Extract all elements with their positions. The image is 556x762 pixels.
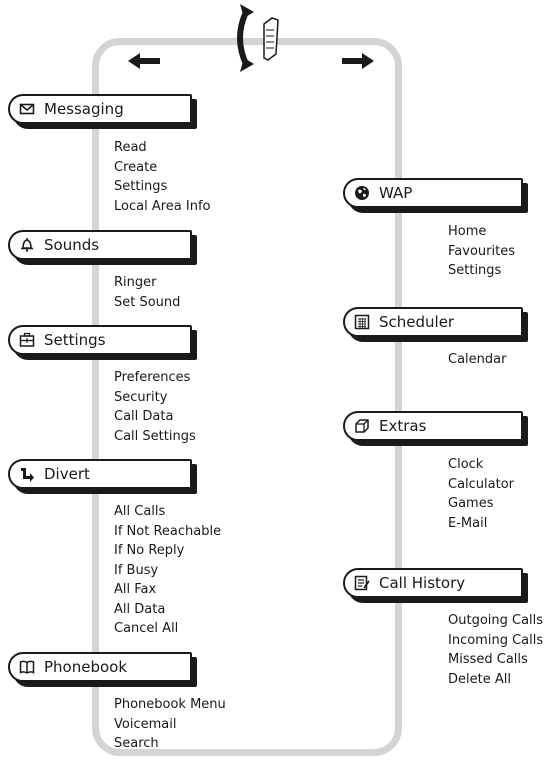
menu-wap[interactable]: WAP [343,178,523,208]
menu-item[interactable]: Phonebook Menu [114,697,226,712]
menu-title: Sounds [44,236,100,254]
menu-title: Settings [44,331,106,349]
menu-item[interactable]: Voicemail [114,716,177,732]
menu-item[interactable]: Calculator [448,476,515,492]
scheduler-items: Calendar [448,350,506,370]
menu-item[interactable]: Favourites [448,243,515,259]
notepad-icon [353,574,371,592]
menu-sounds[interactable]: Sounds [8,230,192,260]
extras-items: Clock Calculator Games E-Mail [448,455,514,533]
menu-item[interactable]: If No Reply [114,543,185,558]
menu-title: Phonebook [44,658,128,676]
menu-title: Extras [379,417,427,435]
call-history-items: Outgoing Calls Incoming Calls Missed Cal… [448,611,543,689]
menu-item[interactable]: Call Data [114,409,174,424]
menu-item[interactable]: All Calls [114,504,166,519]
toolbox-icon [18,331,36,349]
menu-item[interactable]: All Data [114,601,166,617]
menu-item[interactable]: E-Mail [448,515,488,531]
menu-item[interactable]: Search [114,736,159,751]
globe-icon [353,184,371,202]
menu-item[interactable]: Preferences [114,370,191,385]
calendar-icon [353,313,371,331]
divert-items: All Calls If Not Reachable If No Reply I… [114,502,221,639]
menu-title: Messaging [44,100,124,118]
menu-item[interactable]: Read [114,140,147,155]
menu-item[interactable]: Settings [114,179,168,194]
menu-title: Call History [379,574,466,592]
phonebook-items: Phonebook Menu Voicemail Search [114,695,226,754]
sounds-items: Ringer Set Sound [114,273,180,312]
menu-item[interactable]: All Fax [114,582,157,597]
divert-arrow-icon [18,465,36,483]
bell-icon [18,236,36,254]
menu-item[interactable]: Outgoing Calls [448,613,544,628]
menu-item[interactable]: Ringer [114,275,157,290]
navigation-loop [92,38,402,756]
menu-title: Scheduler [379,313,455,331]
menu-extras[interactable]: Extras [343,411,523,441]
menu-item[interactable]: Set Sound [114,294,181,310]
settings-items: Preferences Security Call Data Call Sett… [114,368,196,446]
menu-call-history[interactable]: Call History [343,568,523,598]
menu-messaging[interactable]: Messaging [8,94,192,124]
menu-item[interactable]: Create [114,159,158,175]
menu-item[interactable]: Local Area Info [114,198,211,214]
menu-item[interactable]: Delete All [448,671,511,687]
messaging-items: Read Create Settings Local Area Info [114,138,210,216]
menu-item[interactable]: Security [114,389,168,405]
menu-scheduler[interactable]: Scheduler [343,307,523,337]
menu-item[interactable]: Call Settings [114,428,196,444]
wap-items: Home Favourites Settings [448,222,515,281]
menu-title: Divert [44,465,90,483]
arrow-right-icon [342,53,374,69]
menu-item[interactable]: Cancel All [114,621,179,636]
arrow-left-icon [128,53,160,69]
menu-item[interactable]: Incoming Calls [448,632,544,648]
menu-item[interactable]: Settings [448,263,502,278]
menu-item[interactable]: Calendar [448,352,507,367]
menu-item[interactable]: Games [448,496,494,511]
book-icon [18,658,36,676]
menu-phonebook[interactable]: Phonebook [8,652,192,682]
scroll-roller-icon [237,4,279,72]
menu-settings[interactable]: Settings [8,325,192,355]
menu-item[interactable]: If Busy [114,562,159,578]
menu-divert[interactable]: Divert [8,459,192,489]
menu-item[interactable]: Clock [448,457,484,472]
menu-item[interactable]: Home [448,224,487,239]
menu-title: WAP [379,184,413,202]
menu-item[interactable]: If Not Reachable [114,523,222,539]
envelope-icon [18,100,36,118]
cube-icon [353,417,371,435]
menu-item[interactable]: Missed Calls [448,652,528,667]
